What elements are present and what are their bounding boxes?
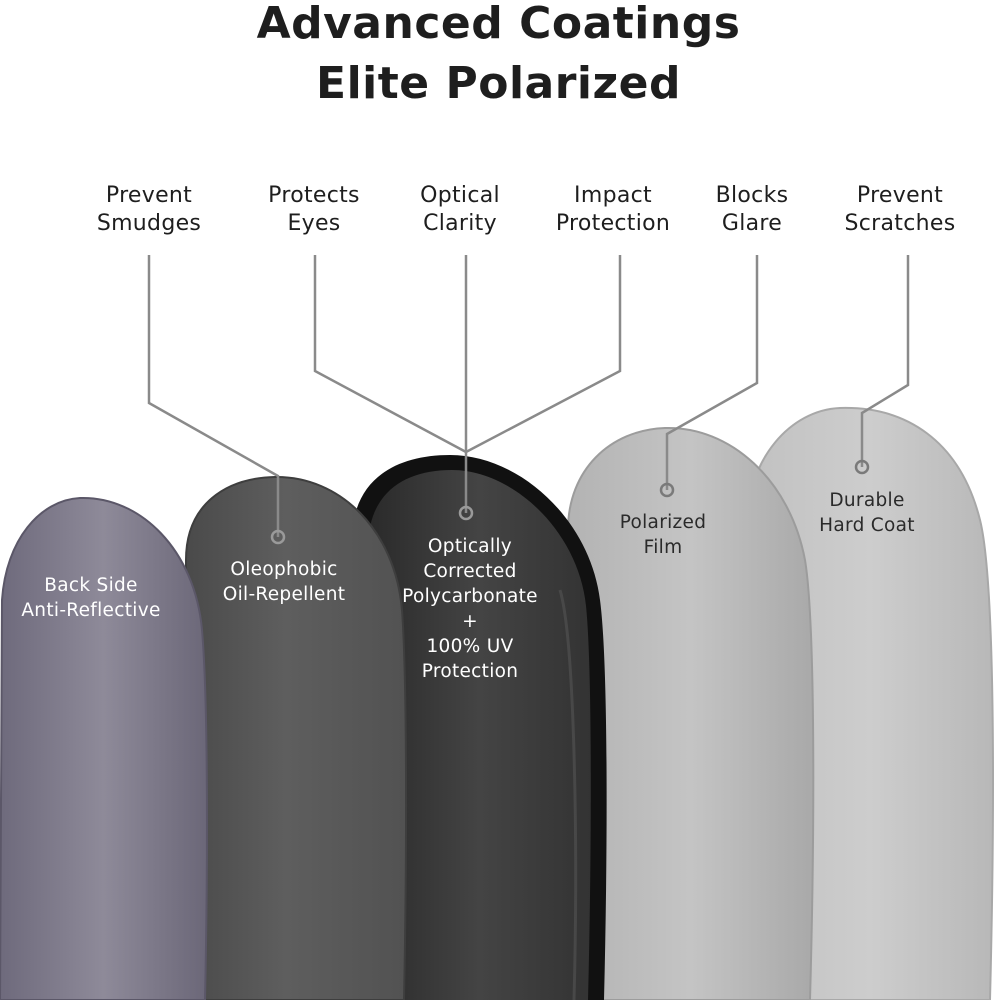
layer-label-line: Oil-Repellent xyxy=(222,584,346,605)
benefit-line-1: Protects xyxy=(268,183,360,208)
benefit-line-1: Impact xyxy=(574,183,652,208)
lens-layer-oleophobic xyxy=(185,475,408,1000)
benefit-line-2: Protection xyxy=(555,211,671,236)
benefit-line-2: Eyes xyxy=(287,211,341,236)
layer-label-hard-coat: Durable Hard Coat xyxy=(767,488,967,538)
benefit-line-1: Optical xyxy=(420,183,500,208)
benefit-prevent-smudges: Prevent Smudges xyxy=(64,182,234,238)
title-line-2: Elite Polarized xyxy=(316,58,681,109)
layer-label-line: Back Side xyxy=(44,575,138,596)
benefit-prevent-scratches: Prevent Scratches xyxy=(815,182,985,238)
benefit-line-2: Smudges xyxy=(96,211,202,236)
anchor-polycarbonate xyxy=(458,505,474,521)
leader-lines xyxy=(147,255,910,537)
leader-line-smudges xyxy=(147,255,280,537)
benefit-protects-eyes: Protects Eyes xyxy=(229,182,399,238)
benefit-blocks-glare: Blocks Glare xyxy=(667,182,837,238)
anchor-hard-coat xyxy=(854,459,870,475)
layer-label-oleophobic: Oleophobic Oil-Repellent xyxy=(184,557,384,607)
layer-label-line: Protection xyxy=(421,661,519,682)
layer-label-line: + xyxy=(462,611,478,632)
anchor-polarized-film xyxy=(659,482,675,498)
lens-layer-anti-reflective xyxy=(0,496,208,1000)
layer-label-line: Corrected xyxy=(423,561,517,582)
layer-label-line: Durable xyxy=(829,490,905,511)
anchor-points xyxy=(270,459,870,545)
layer-label-line: Film xyxy=(643,537,683,558)
benefit-line-2: Clarity xyxy=(423,211,497,236)
benefit-optical-clarity: Optical Clarity xyxy=(375,182,545,238)
lens-layer-polarized-film xyxy=(567,426,815,1000)
layer-label-line: Polarized xyxy=(619,512,707,533)
layer-label-line: 100% UV xyxy=(426,636,514,657)
leader-line-scratches xyxy=(860,255,910,467)
leader-line-impact xyxy=(465,255,622,454)
anchor-oleophobic xyxy=(270,529,286,545)
lens-layer-polycarbonate xyxy=(352,455,607,1000)
benefit-line-2: Glare xyxy=(721,211,783,236)
layer-label-line: Optically xyxy=(427,536,513,557)
layer-label-line: Oleophobic xyxy=(230,559,338,580)
layer-label-line: Hard Coat xyxy=(819,515,915,536)
layer-label-polarized-film: Polarized Film xyxy=(563,510,763,560)
benefit-impact-protection: Impact Protection xyxy=(528,182,698,238)
layer-label-line: Polycarbonate xyxy=(402,586,538,607)
benefit-line-1: Blocks xyxy=(715,183,789,208)
benefit-line-1: Prevent xyxy=(105,183,193,208)
leader-line-eyes xyxy=(313,255,467,454)
layer-label-line: Anti-Reflective xyxy=(21,600,161,621)
leader-line-glare xyxy=(665,255,759,490)
benefit-line-1: Prevent xyxy=(856,183,944,208)
title-line-1: Advanced Coatings xyxy=(256,0,741,49)
layer-label-anti-reflective: Back Side Anti-Reflective xyxy=(0,573,191,623)
benefit-line-2: Scratches xyxy=(844,211,956,236)
layer-label-polycarbonate: Optically Corrected Polycarbonate + 100%… xyxy=(370,534,570,684)
